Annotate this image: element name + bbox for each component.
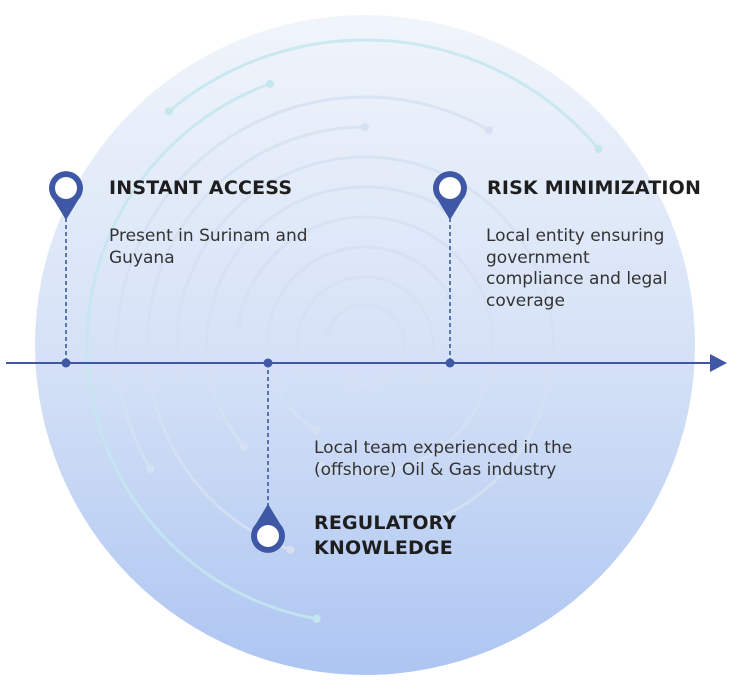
decorative-ring-arc xyxy=(167,38,601,151)
decorative-ring-node xyxy=(312,425,320,434)
description-line: Local entity ensuring xyxy=(486,226,665,246)
instant-access-title: INSTANT ACCESS xyxy=(109,177,293,199)
risk-minimization-description: Local entity ensuring government complia… xyxy=(486,226,667,312)
decorative-ring-node xyxy=(265,79,274,88)
decorative-ring-arc xyxy=(205,185,446,449)
title-line: REGULATORY xyxy=(314,512,457,534)
map-pin-center xyxy=(257,525,279,547)
map-pin-center xyxy=(55,177,77,199)
decorative-ring-node xyxy=(317,461,326,470)
decorative-ring-node xyxy=(594,144,603,153)
decorative-ring-node xyxy=(485,126,493,135)
instant-access-axis-dot xyxy=(61,358,71,368)
description-line: Local team experienced in the xyxy=(314,438,573,458)
description-line: (offshore) Oil & Gas industry xyxy=(314,459,557,480)
decorative-ring-arc xyxy=(115,95,491,471)
concentric-rings-decoration xyxy=(85,38,603,623)
map-pin-center xyxy=(439,177,461,199)
decorative-ring-arc xyxy=(265,245,452,432)
decorative-ring-arc xyxy=(145,125,367,552)
regulatory-knowledge-axis-dot xyxy=(263,358,273,368)
decorative-ring-node xyxy=(239,442,248,451)
arrow-right-icon xyxy=(710,354,727,372)
risk-minimization-axis-dot xyxy=(445,358,455,368)
description-line: Present in Surinam and xyxy=(109,226,308,246)
decorative-ring-node xyxy=(425,517,434,526)
decorative-ring-arc xyxy=(237,215,495,475)
decorative-ring-node xyxy=(286,545,295,554)
decorative-ring-arc xyxy=(325,303,407,387)
decorative-ring-node xyxy=(297,364,306,373)
risk-minimization-title: RISK MINIMIZATION xyxy=(487,177,702,199)
decorative-ring-arc xyxy=(85,82,319,621)
background-circle xyxy=(35,15,695,675)
description-line: Guyana xyxy=(109,247,175,268)
regulatory-knowledge-title: REGULATORY KNOWLEDGE xyxy=(314,511,456,561)
decorative-ring-node xyxy=(323,327,332,336)
description-line: government xyxy=(486,247,590,268)
instant-access-description: Present in Surinam and Guyana xyxy=(109,226,308,269)
title-line: KNOWLEDGE xyxy=(314,537,453,559)
decorative-ring-node xyxy=(146,465,155,473)
decorative-ring-node xyxy=(361,123,369,131)
decorative-ring-node xyxy=(419,375,428,383)
decorative-ring-node xyxy=(347,378,356,387)
description-line: coverage xyxy=(486,290,565,311)
decorative-ring-node xyxy=(312,614,321,623)
description-line: compliance and legal xyxy=(486,269,668,289)
decorative-ring-node xyxy=(234,318,243,327)
decorative-ring-node xyxy=(175,373,184,382)
decorative-ring-arc xyxy=(295,275,435,381)
decorative-ring-node xyxy=(164,107,173,116)
regulatory-knowledge-description: Local team experienced in the (offshore)… xyxy=(314,438,572,481)
